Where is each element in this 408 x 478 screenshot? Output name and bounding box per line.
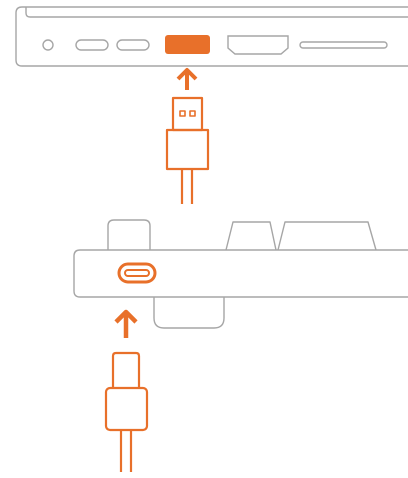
usb-c-port-outer: [117, 262, 157, 284]
keyboard-body-outline: [73, 249, 408, 298]
usb-a-plug-contact: [179, 110, 186, 117]
usb-a-port: [165, 35, 210, 54]
keycap: [107, 219, 151, 250]
laptop-lid-line: [25, 7, 408, 18]
laptop-body-outline: [15, 6, 408, 67]
keyboard-side-view: [73, 219, 408, 329]
usb-a-cable: [165, 68, 210, 204]
keycap: [277, 221, 377, 251]
usb-a-plug-housing: [165, 128, 210, 171]
audio-jack-port: [42, 39, 54, 51]
laptop-side-view: [15, 6, 408, 67]
keycap: [225, 221, 277, 251]
usb-c-plug-metal: [111, 351, 141, 388]
usb-c-port: [116, 39, 150, 51]
usb-c-port: [75, 39, 109, 51]
rotary-knob: [153, 297, 225, 329]
usb-a-plug-contact: [189, 110, 196, 117]
usb-c-cable: [104, 309, 149, 472]
usb-c-plug-housing: [104, 386, 149, 432]
sd-card-slot: [299, 41, 388, 49]
hdmi-port: [227, 35, 289, 55]
usb-a-plug-metal: [171, 96, 204, 132]
up-arrow-icon: [114, 309, 138, 338]
up-arrow-icon: [176, 68, 198, 90]
usb-c-port-inner: [124, 269, 150, 277]
keyboard-usb-c-port: [117, 262, 157, 284]
